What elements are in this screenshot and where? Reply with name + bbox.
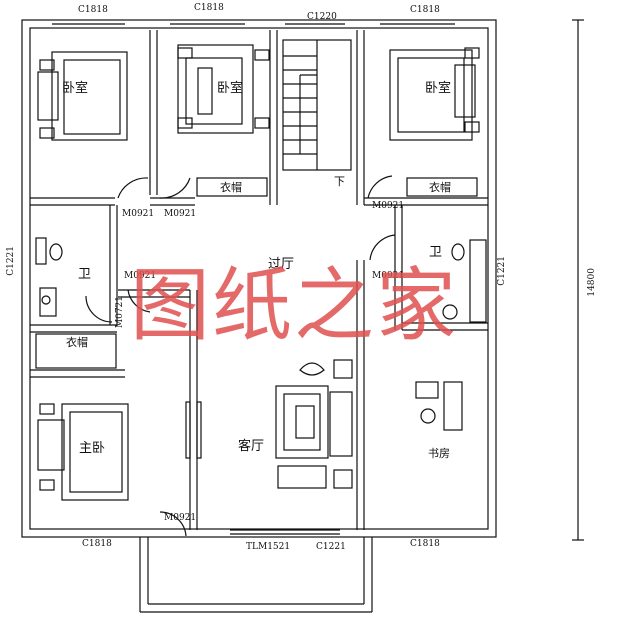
label-c1221-left: C1221: [6, 246, 16, 276]
label-c1818-b: C1818: [194, 3, 224, 13]
room-bath-left: 卫: [78, 267, 92, 282]
label-c1221-bottom: C1221: [316, 542, 346, 552]
room-closet-left: 衣帽: [66, 336, 88, 349]
balcony: [139, 529, 373, 613]
room-living: 客厅: [238, 439, 265, 454]
room-closet-mid: 衣帽: [220, 181, 242, 194]
label-c1818-d: C1818: [82, 539, 112, 549]
inner-wall-line: [29, 27, 489, 530]
closet-left-box: [35, 333, 117, 369]
bed-1: [37, 51, 128, 141]
sofa-set: [275, 359, 353, 489]
study-desk: [415, 381, 463, 431]
label-m0921-f: M0921: [164, 513, 197, 523]
label-dim-14800: 14800: [587, 268, 597, 297]
bath-right-fixtures: [442, 239, 487, 323]
label-tlm1521: TLM1521: [246, 542, 291, 552]
room-hall: 过厅: [268, 257, 295, 272]
room-master-bedroom: 主卧: [79, 441, 106, 456]
bed-master: [37, 403, 129, 501]
dimension-line: [572, 19, 584, 541]
label-c1220: C1220: [307, 12, 337, 22]
bed-3: [389, 47, 480, 141]
label-c1818-e: C1818: [410, 539, 440, 549]
room-bath-right: 卫: [429, 245, 443, 260]
door-swings: [85, 175, 396, 537]
closet-mid-box: [196, 177, 268, 197]
closet-right-box: [406, 177, 478, 197]
staircase: [282, 39, 352, 171]
label-m0721: M0721: [115, 296, 125, 329]
label-c1818-a: C1818: [78, 5, 108, 15]
stair-down-label: 下: [334, 175, 345, 188]
room-bedroom-2: 卧室: [217, 81, 244, 96]
label-m0921-e: M0921: [372, 271, 405, 281]
label-c1221-right: C1221: [497, 256, 507, 286]
label-m0921-a: M0921: [122, 209, 155, 219]
watermark: 图纸之家: [130, 259, 458, 352]
label-m0921-b: M0921: [164, 209, 197, 219]
outer-wall: [21, 19, 497, 538]
label-m0921-d: M0921: [124, 271, 157, 281]
label-c1818-c: C1818: [410, 5, 440, 15]
interior-walls: [30, 30, 488, 530]
bed-2: [177, 44, 270, 134]
room-bedroom-3: 卧室: [425, 81, 452, 96]
living-door: [185, 401, 202, 459]
room-closet-right: 衣帽: [429, 181, 451, 194]
room-bedroom-1: 卧室: [62, 81, 89, 96]
room-study: 书房: [428, 447, 450, 460]
label-m0921-c: M0921: [372, 201, 405, 211]
bath-left-fixtures: [35, 237, 63, 317]
